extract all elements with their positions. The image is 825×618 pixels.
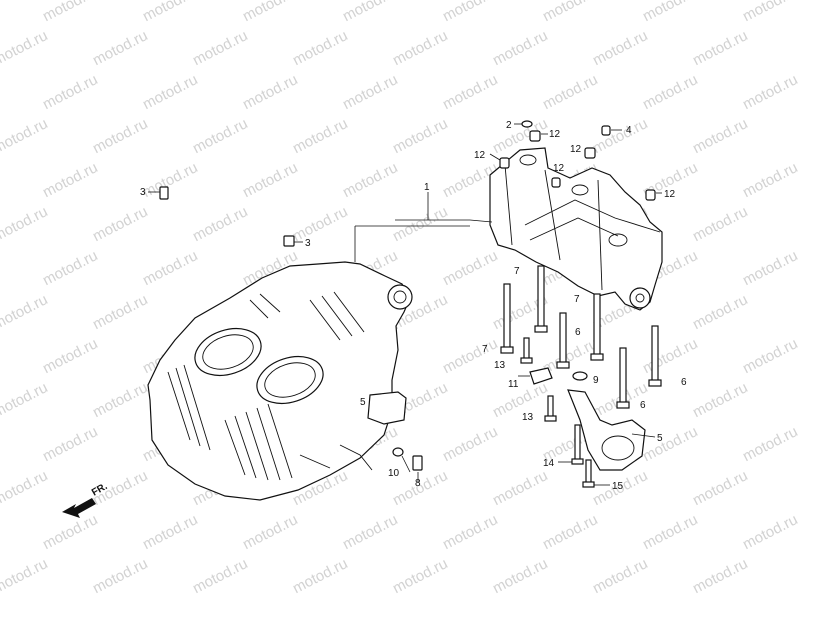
- callout-12a: 12: [549, 129, 561, 140]
- callout-labels: 1 2 3 3 4 5 5 6 6 6 7 7 7 8 9 10 11 12 1…: [140, 120, 687, 492]
- callout-5: 5: [657, 433, 663, 444]
- callout-13a: 13: [494, 360, 506, 371]
- callout-6c: 6: [640, 400, 646, 411]
- callout-4: 4: [626, 125, 632, 136]
- callout-11: 11: [508, 379, 519, 390]
- callout-7b: 7: [574, 294, 580, 305]
- small-parts[interactable]: [159, 186, 588, 471]
- front-arrow-icon: FR.: [62, 481, 110, 518]
- callout-13b: 13: [522, 412, 534, 423]
- lower-crankcase[interactable]: [489, 147, 663, 311]
- callout-5b: 5: [360, 397, 366, 408]
- callout-12c: 12: [570, 144, 582, 155]
- direction-label: FR.: [90, 481, 110, 499]
- crankcase-bolts[interactable]: [500, 265, 662, 488]
- callout-2: 2: [506, 120, 512, 131]
- callout-3b: 3: [305, 238, 311, 249]
- callout-15: 15: [612, 481, 624, 492]
- callout-7a: 7: [514, 266, 520, 277]
- callout-7c: 7: [482, 344, 488, 355]
- callout-14: 14: [543, 458, 555, 469]
- callout-12b: 12: [474, 150, 486, 161]
- callout-9: 9: [593, 375, 599, 386]
- callout-12d: 12: [553, 163, 565, 174]
- callout-8: 8: [415, 478, 421, 489]
- oil-strainer[interactable]: [567, 389, 646, 471]
- dowel-pins[interactable]: [499, 120, 656, 201]
- callout-3a: 3: [140, 187, 146, 198]
- leader-lines: [148, 123, 662, 486]
- callout-12e: 12: [664, 189, 676, 200]
- callout-10: 10: [388, 468, 400, 479]
- callout-1: 1: [424, 182, 430, 193]
- upper-crankcase[interactable]: [147, 261, 413, 501]
- callout-6b: 6: [681, 377, 687, 388]
- callout-6a: 6: [575, 327, 581, 338]
